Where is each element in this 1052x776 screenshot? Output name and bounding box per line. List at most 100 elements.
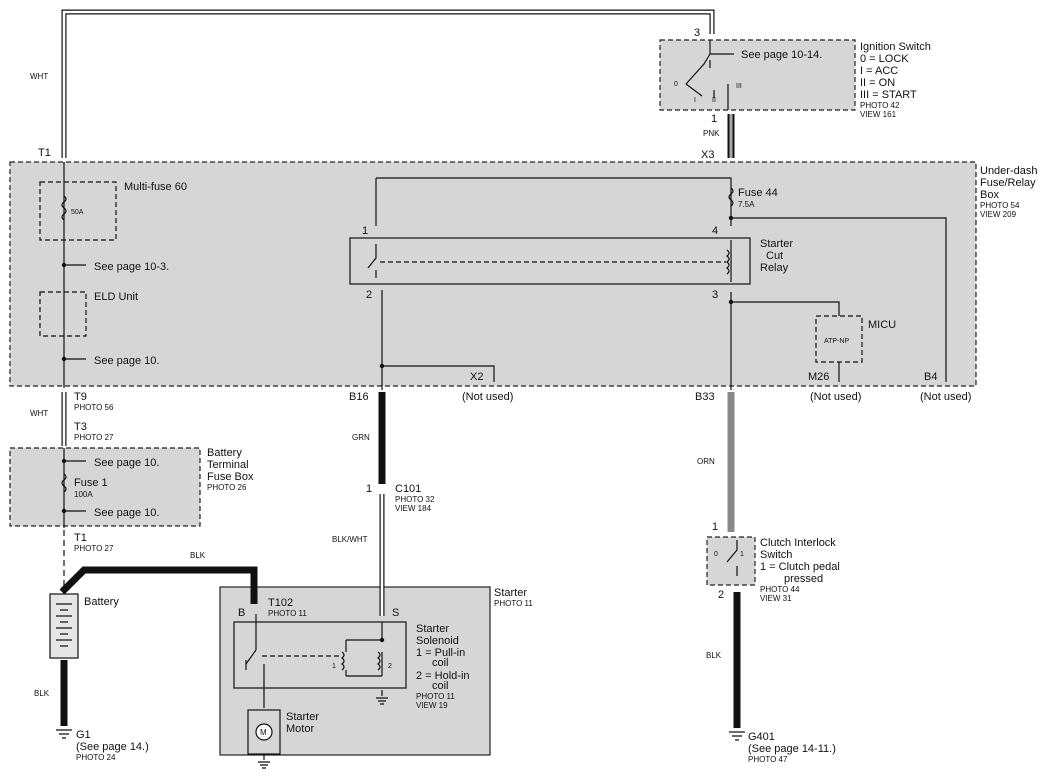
fuse44-label: Fuse 44: [738, 187, 778, 199]
solenoid-view: VIEW 19: [416, 701, 448, 710]
motor-icon: [255, 723, 273, 741]
connector-photo: PHOTO 11: [268, 609, 307, 618]
solenoid-note: coil: [432, 657, 449, 669]
ignition-position: 0: [674, 81, 678, 88]
wire-color-label: BLK: [34, 689, 50, 698]
ignition-position: II: [712, 97, 716, 104]
battery-box-title: Terminal: [207, 459, 249, 471]
connector-label: X3: [701, 149, 714, 161]
underdash-title: Fuse/Relay: [980, 177, 1036, 189]
switch-position: 1: [740, 551, 744, 558]
g1-label: G1: [76, 729, 91, 741]
relay-label: Starter: [760, 238, 793, 250]
solenoid-label: Starter: [416, 623, 449, 635]
battery-box-title: Battery: [207, 447, 242, 459]
wire-color-label: PNK: [703, 129, 720, 138]
connector-label: M26: [808, 371, 829, 383]
battery-symbol: [49, 593, 79, 659]
connector-label: T3: [74, 421, 87, 433]
connector-label: T1: [38, 147, 51, 159]
clutch-note: pressed: [784, 573, 823, 585]
relay-label: Cut: [766, 250, 783, 262]
connector-view: VIEW 184: [395, 504, 432, 513]
motor-label: Motor: [286, 723, 314, 735]
ignition-position: III: [736, 83, 742, 90]
see-page-link: See page 10.: [94, 355, 159, 367]
connector-label: X2: [470, 371, 483, 383]
coil-number: 2: [388, 663, 392, 670]
junction-dot: [61, 458, 67, 464]
underdash-view: VIEW 209: [980, 210, 1017, 219]
ignition-photo: PHOTO 42: [860, 101, 900, 110]
junction-dot: [728, 299, 734, 305]
wire-color-label: BLK/WHT: [332, 535, 368, 544]
ignition-line: I = ACC: [860, 65, 898, 77]
not-used-label: (Not used): [810, 391, 861, 403]
clutch-switch-box: [706, 536, 756, 586]
ignition-switch-title: Ignition Switch: [860, 41, 931, 53]
wire-color-label: BLK: [706, 651, 722, 660]
junction-dot: [728, 215, 734, 221]
starter-title: Starter: [494, 587, 527, 599]
micu-inner-label: ATP-NP: [824, 338, 849, 345]
fuse44-rating: 7.5A: [738, 200, 755, 209]
multifuse-box: [39, 181, 117, 241]
g401-label: G401: [748, 731, 775, 743]
clutch-photo: PHOTO 44: [760, 585, 800, 594]
underdash-photo: PHOTO 54: [980, 201, 1020, 210]
wht-wire-top: [61, 9, 715, 158]
connector-label: T1: [74, 532, 87, 544]
solenoid-note: coil: [432, 680, 449, 692]
ground-motor-icon: [258, 754, 270, 769]
junction-dot: [379, 363, 385, 369]
underdash-title: Box: [980, 189, 999, 201]
starter-cut-relay-box: [349, 237, 751, 285]
ignition-line: II = ON: [860, 77, 895, 89]
clutch-title: Clutch Interlock: [760, 537, 836, 549]
wire-color-label: WHT: [30, 409, 48, 418]
ground-g1-icon: [56, 729, 72, 739]
solenoid-note: 2 = Hold-in: [416, 670, 470, 682]
solenoid-label: Solenoid: [416, 635, 459, 647]
eld-unit-box: [39, 291, 87, 337]
not-used-label: (Not used): [462, 391, 513, 403]
junction-dot: [61, 262, 67, 268]
battery-label: Battery: [84, 596, 119, 608]
clutch-view: VIEW 31: [760, 594, 792, 603]
pin-number: 2: [718, 589, 724, 601]
solenoid-note: 1 = Pull-in: [416, 647, 465, 659]
battery-terminal-fuse-box: [9, 447, 201, 527]
relay-label: Relay: [760, 262, 789, 274]
wire-color-label: GRN: [352, 433, 370, 442]
pin-number: S: [392, 607, 399, 619]
fuse44-icon: [728, 187, 734, 207]
underdash-fuse-relay-box: [9, 161, 977, 387]
ignition-line: 0 = LOCK: [860, 53, 909, 65]
see-page-link: See page 10-3.: [94, 261, 169, 273]
connector-photo: PHOTO 32: [395, 495, 435, 504]
connector-photo: PHOTO 27: [74, 433, 114, 442]
eld-unit-label: ELD Unit: [94, 291, 138, 303]
connector-photo: PHOTO 27: [74, 544, 114, 553]
wire-color-label: ORN: [697, 457, 715, 466]
fuse1-label: Fuse 1: [74, 477, 108, 489]
pin-number: 2: [366, 289, 372, 301]
starter-photo: PHOTO 11: [494, 599, 533, 608]
connector-photo: PHOTO 56: [74, 403, 114, 412]
ground-solenoid-icon: [376, 690, 388, 705]
junction-dot: [379, 637, 385, 643]
multifuse-label: Multi-fuse 60: [124, 181, 187, 193]
ignition-position: I: [694, 97, 696, 104]
g1-see: (See page 14.): [76, 741, 149, 753]
see-page-link: See page 10.: [94, 507, 159, 519]
pin-number: 1: [366, 483, 372, 495]
battery-box-title: Fuse Box: [207, 471, 254, 483]
relay-coil-icon: [726, 249, 730, 275]
connector-label: T102: [268, 597, 293, 609]
junction-dot: [61, 508, 67, 514]
coil-number: 1: [332, 663, 336, 670]
ignition-line: III = START: [860, 89, 917, 101]
connector-label: B33: [695, 391, 715, 403]
pin-number: 3: [712, 289, 718, 301]
